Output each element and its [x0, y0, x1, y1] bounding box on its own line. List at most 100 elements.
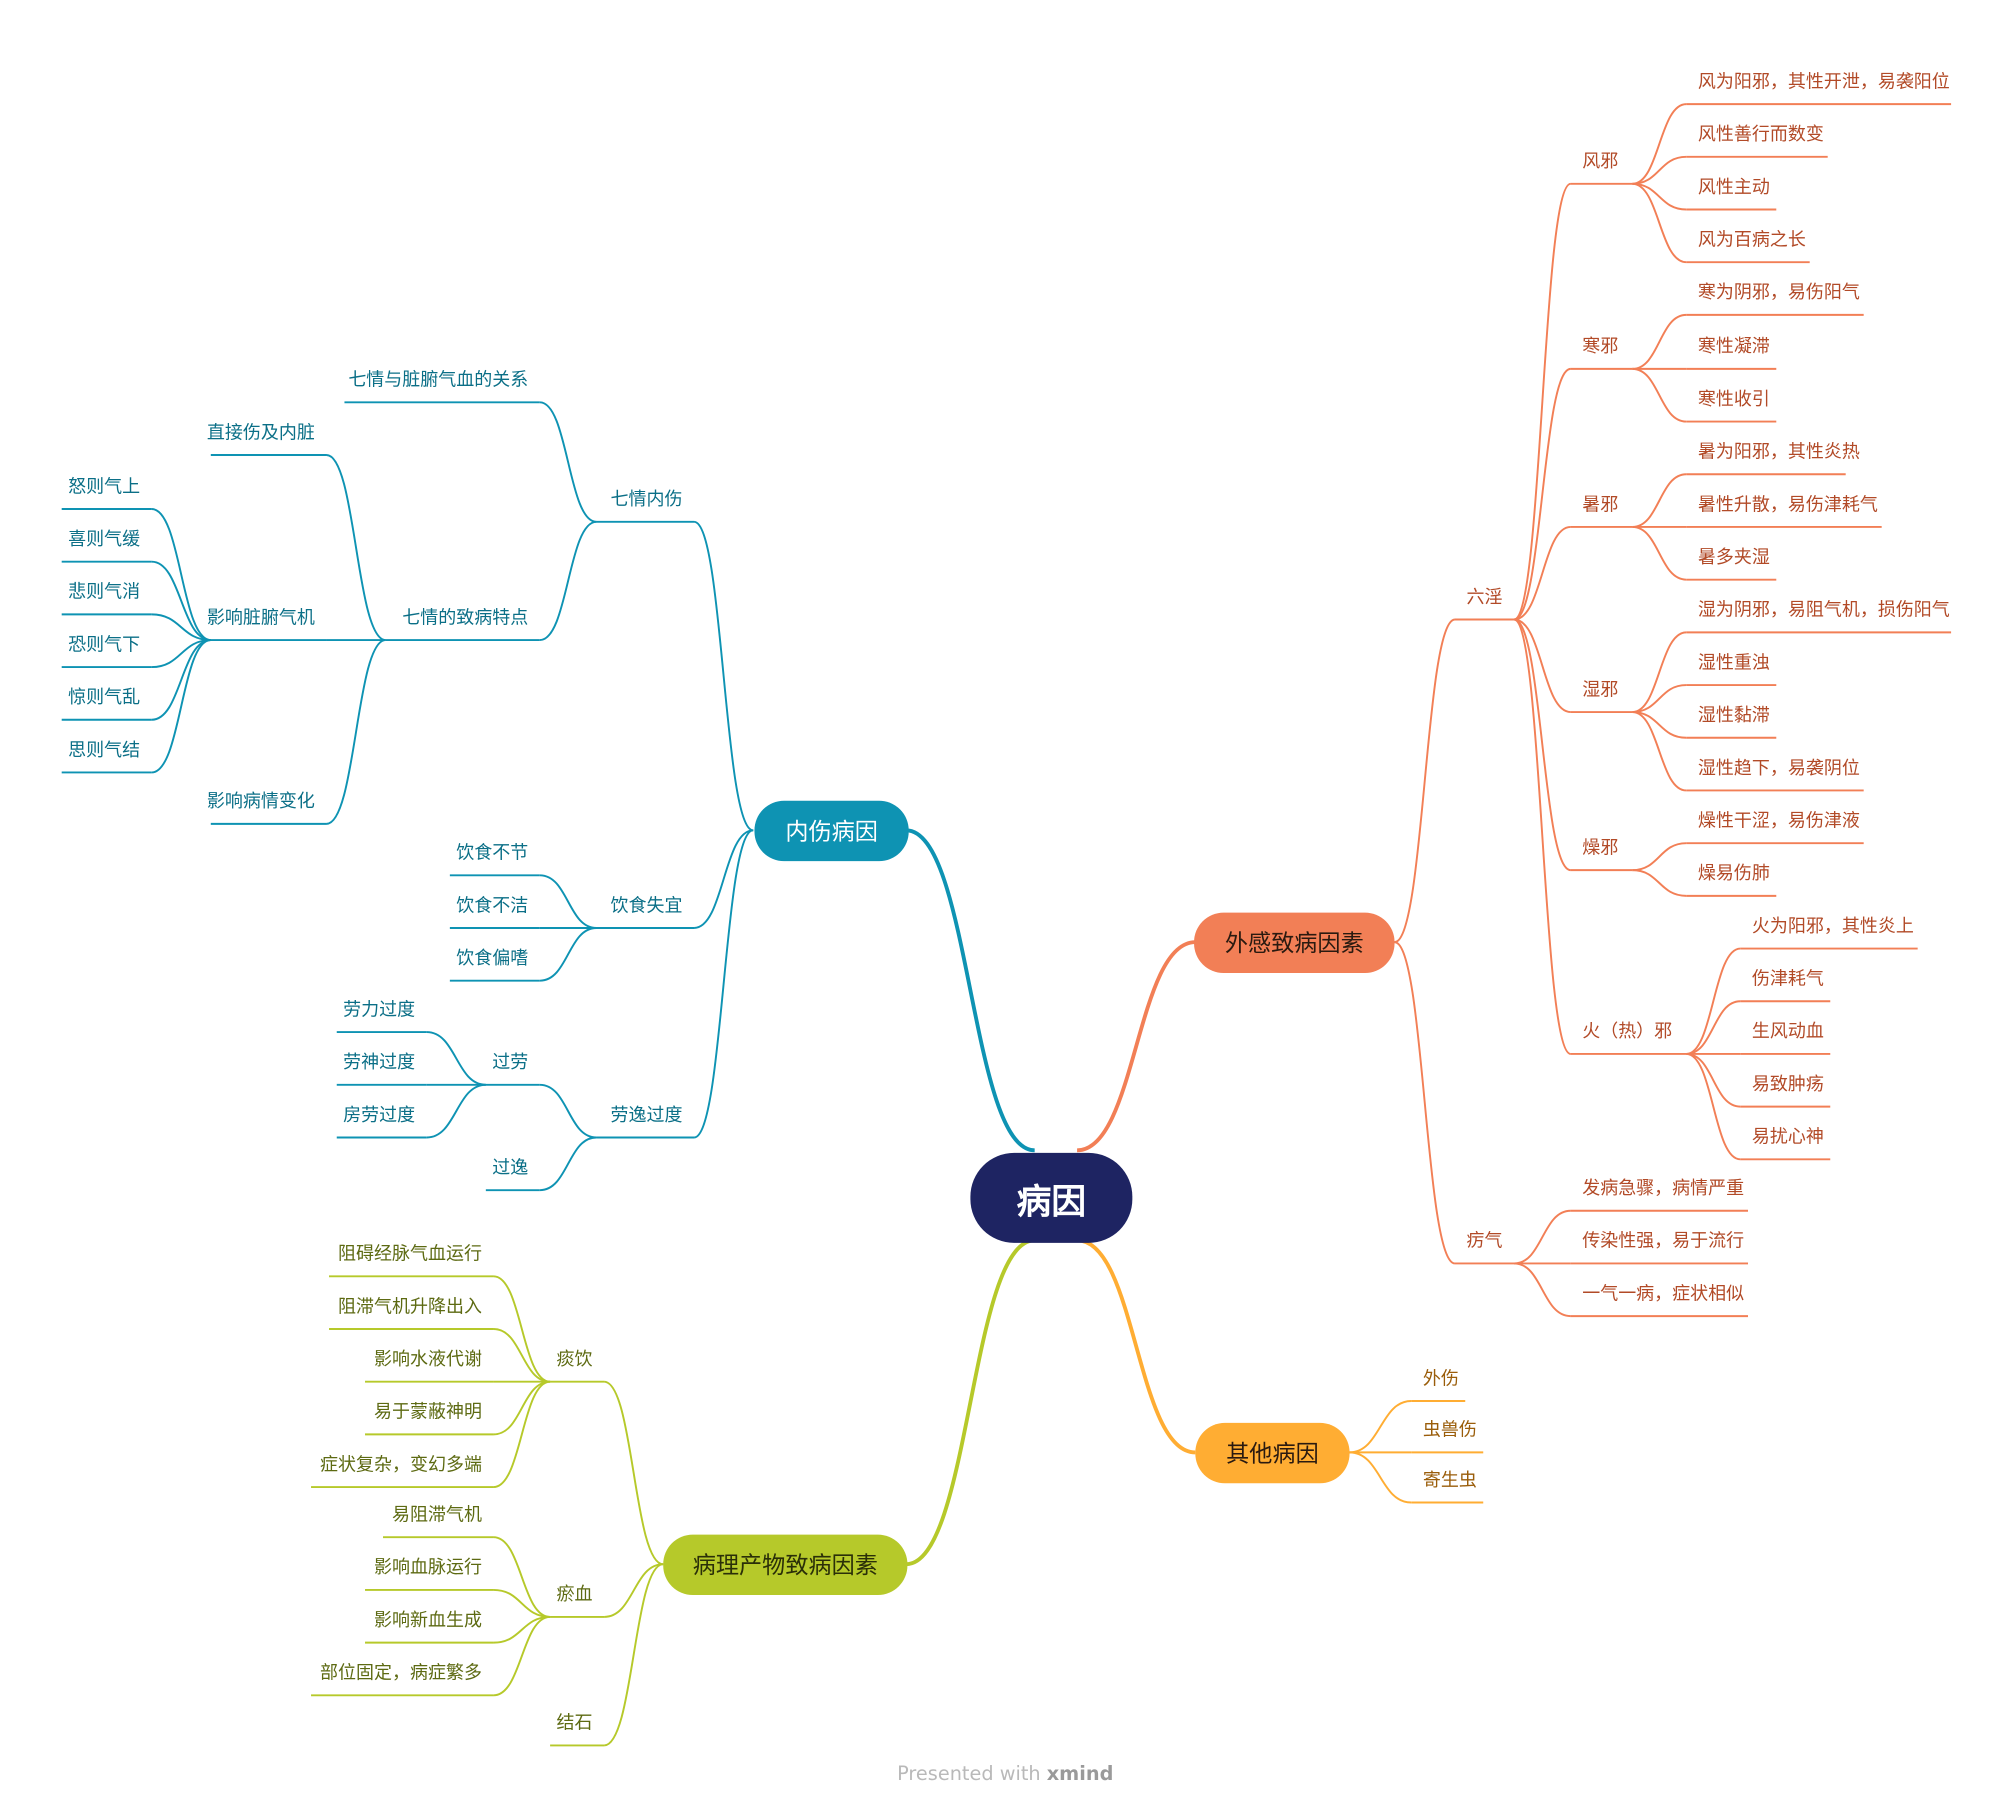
- connector: [1349, 1400, 1412, 1454]
- yuxue-node: 瘀血: [556, 1584, 593, 1606]
- connector: [151, 639, 211, 669]
- tanyin-item: 阻碍经脉气血运行: [338, 1244, 482, 1265]
- liuyin-item: 伤津耗气: [1751, 969, 1824, 990]
- qita-item: 外伤: [1422, 1368, 1459, 1390]
- guolao-item: 劳神过度: [343, 1052, 416, 1074]
- connector: [1632, 313, 1687, 370]
- yuxue-item: 部位固定，病症繁多: [320, 1663, 482, 1684]
- connector: [539, 1136, 597, 1192]
- fengxie-node: 风邪: [1582, 151, 1619, 173]
- connector: [326, 639, 386, 825]
- topic-neishang[interactable]: 内伤病因: [754, 800, 909, 861]
- liuyin-item: 暑多夹湿: [1697, 547, 1770, 569]
- yinshi-node: 饮食失宜: [610, 895, 683, 917]
- liuyin-item: 寒为阴邪，易伤阳气: [1697, 282, 1860, 304]
- liuyin-item: 寒性收引: [1697, 389, 1770, 411]
- connector: [1632, 842, 1687, 872]
- qiji-item: 恐则气下: [68, 634, 141, 656]
- qiqing-feature: 七情的致病特点: [402, 607, 529, 629]
- tanyin-node: 痰饮: [556, 1349, 593, 1371]
- connector: [1076, 1238, 1196, 1455]
- connector: [1394, 618, 1456, 944]
- connector: [603, 1563, 664, 1747]
- feature-qiji: 影响脏腑气机: [206, 607, 315, 629]
- connector: [1513, 182, 1572, 621]
- hanxie-node: 寒邪: [1582, 336, 1619, 358]
- liuyin-item: 湿性趋下，易袭阴位: [1697, 758, 1860, 779]
- shuxie-node: 暑邪: [1582, 494, 1619, 516]
- zaoxie-node: 燥邪: [1582, 838, 1619, 859]
- connector: [1632, 526, 1687, 581]
- connector: [1632, 631, 1687, 714]
- connector: [426, 1083, 486, 1139]
- connector: [1632, 473, 1687, 528]
- footer-credit: Presented with xmind: [897, 1762, 1113, 1785]
- huoxie-node: 火（热）邪: [1582, 1021, 1673, 1043]
- liuyin-item: 生风动血: [1751, 1021, 1824, 1043]
- connector: [604, 1563, 664, 1618]
- liuyin-node: 六淫: [1466, 587, 1503, 608]
- tanyin-item: 症状复杂，变幻多端: [320, 1454, 482, 1476]
- liuyin-item: 风性主动: [1697, 177, 1770, 198]
- connector: [1513, 618, 1571, 714]
- liqi-item: 一气一病，症状相似: [1582, 1284, 1745, 1305]
- liuyin-item: 易致肿疡: [1751, 1074, 1824, 1096]
- connector: [1686, 1000, 1741, 1055]
- connector: [539, 874, 597, 929]
- connector: [326, 454, 386, 642]
- qita-item: 寄生虫: [1422, 1470, 1477, 1491]
- connector: [1632, 869, 1687, 897]
- guolao-item: 房劳过度: [343, 1105, 416, 1126]
- connector: [493, 1380, 551, 1436]
- connector: [1514, 1262, 1571, 1318]
- footer-brand: xmind: [1046, 1762, 1114, 1786]
- topic-waigan[interactable]: 外感致病因素: [1194, 911, 1395, 973]
- tanyin-item: 影响水液代谢: [374, 1349, 482, 1371]
- connector: [539, 401, 597, 523]
- topic-bingli[interactable]: 病理产物致病因素: [663, 1534, 908, 1595]
- shixie-node: 湿邪: [1582, 679, 1619, 701]
- liuyin-item: 火为阳邪，其性炎上: [1751, 916, 1914, 937]
- connector: [151, 560, 211, 642]
- connector: [1632, 684, 1687, 714]
- qiji-item: 怒则气上: [68, 476, 141, 498]
- guolao-item: 劳力过度: [343, 999, 416, 1021]
- liqi-item: 发病急骤，病情严重: [1582, 1178, 1745, 1200]
- connector: [1632, 182, 1687, 211]
- feature-change: 影响病情变化: [206, 791, 315, 813]
- yuxue-item: 影响新血生成: [374, 1610, 482, 1632]
- connector: [693, 829, 754, 929]
- connector: [603, 1380, 664, 1566]
- feature-direct: 直接伤及内脏: [206, 422, 315, 444]
- topic-qita[interactable]: 其他病因: [1195, 1422, 1350, 1483]
- laoyi-node: 劳逸过度: [610, 1105, 683, 1126]
- connector: [151, 639, 212, 774]
- liuyin-item: 暑为阳邪，其性炎热: [1697, 442, 1860, 463]
- guolao-node: 过劳: [492, 1052, 529, 1074]
- connector: [1686, 1052, 1741, 1108]
- connector: [1632, 711, 1687, 739]
- qiji-item: 思则气结: [68, 740, 141, 761]
- liuyin-item: 风为百病之长: [1697, 230, 1806, 251]
- connector: [1632, 155, 1687, 185]
- guoyi-node: 过逸: [492, 1158, 529, 1179]
- liuyin-item: 易扰心神: [1751, 1127, 1824, 1148]
- connector: [493, 1328, 551, 1383]
- liuyin-item: 湿为阴邪，易阻气机，损伤阳气: [1697, 600, 1950, 621]
- connector: [1632, 182, 1687, 264]
- liqi-item: 传染性强，易于流行: [1582, 1231, 1745, 1252]
- connector: [1076, 940, 1196, 1153]
- connector: [693, 829, 754, 1139]
- connector: [1686, 947, 1741, 1055]
- connector: [493, 1380, 551, 1489]
- liuyin-item: 湿性黏滞: [1697, 705, 1770, 727]
- connector: [151, 508, 212, 642]
- yinshi-item: 饮食不节: [456, 843, 529, 864]
- root-node[interactable]: 病因: [970, 1152, 1133, 1243]
- connector: [1632, 711, 1687, 792]
- connector: [493, 1536, 551, 1618]
- connector: [1632, 367, 1687, 423]
- qiji-item: 喜则气缓: [68, 529, 141, 551]
